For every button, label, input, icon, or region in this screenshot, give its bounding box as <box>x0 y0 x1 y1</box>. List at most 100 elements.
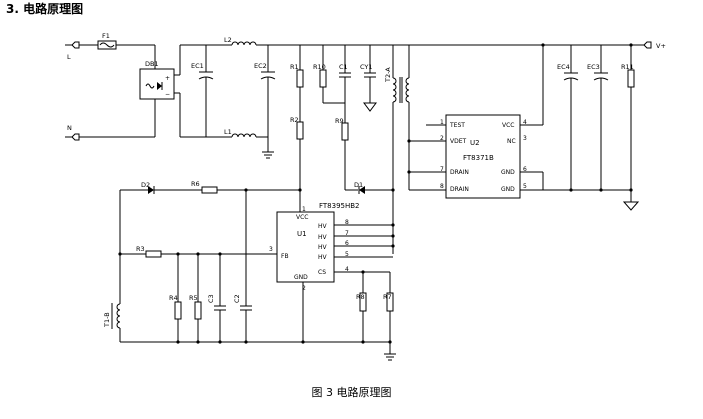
diode-d1: D1 <box>354 181 365 194</box>
label-l2: L2 <box>224 36 232 44</box>
u1-pin-num: 1 <box>302 206 306 213</box>
u1-pin-name: HV <box>318 223 328 230</box>
resistor-r3: R3 <box>136 245 162 258</box>
resistor-r10: R10 <box>313 63 327 88</box>
u2-part: FT8371B <box>463 154 494 162</box>
u2-pin-name: VCC <box>502 122 514 129</box>
fuse-f1: F1 <box>97 32 117 50</box>
u2-pin-num: 2 <box>440 135 444 142</box>
capacitor-ec1: EC1 <box>191 62 214 80</box>
label-l1: L1 <box>224 128 232 136</box>
label-ec4: EC4 <box>557 63 570 71</box>
u1-pin-num: 6 <box>345 240 349 247</box>
u1-pin-num: 7 <box>345 230 349 237</box>
label-db1: DB1 <box>145 60 159 68</box>
u1-pin-num: 3 <box>269 246 273 253</box>
u2-pin-name: DRAIN <box>450 186 469 193</box>
resistor-r1: R1 <box>290 63 304 88</box>
u2-pin-name: GND <box>501 169 515 176</box>
u2-pin-name: GND <box>501 186 515 193</box>
label-r9: R9 <box>335 117 344 125</box>
resistor-r2: R2 <box>290 116 304 140</box>
label-r5: R5 <box>189 294 198 302</box>
label-t2a: T2-A <box>384 67 392 83</box>
resistor-r11: R11 <box>621 63 635 88</box>
label-r4: R4 <box>169 294 178 302</box>
vplus-output: V+ <box>634 41 666 50</box>
figure-caption: 图 3 电路原理图 <box>311 386 392 399</box>
u2-pin-num: 4 <box>523 119 527 126</box>
u1-pin-name: HV <box>318 244 328 251</box>
inductor-l1: L1 <box>224 128 257 138</box>
label-r3: R3 <box>136 245 145 253</box>
u1-pin-name: CS <box>318 269 326 276</box>
label-f1: F1 <box>102 32 110 40</box>
resistor-r9: R9 <box>335 117 349 141</box>
label-r7: R7 <box>383 293 392 301</box>
svg-text:−: − <box>165 91 170 98</box>
label-cy1: CY1 <box>360 63 373 71</box>
output-ground-symbol <box>622 201 640 211</box>
ground-symbol <box>262 151 274 159</box>
u2-pin-name: DRAIN <box>450 169 469 176</box>
neutral-input: N <box>65 124 80 141</box>
label-r11: R11 <box>621 63 634 71</box>
section-heading: 3. 电路原理图 <box>6 2 84 16</box>
u2-pin-num: 6 <box>523 166 527 173</box>
label-t1b: T1-B <box>103 312 111 328</box>
u2-pin-name: NC <box>507 138 516 145</box>
capacitor-c3: C3 <box>207 294 226 311</box>
u2-pin-num: 3 <box>523 135 527 142</box>
diode-d2: D2 <box>141 181 155 194</box>
label-r2: R2 <box>290 116 299 124</box>
capacitor-ec2: EC2 <box>254 62 276 80</box>
label-c3: C3 <box>207 294 215 303</box>
u2-pin-num: 1 <box>440 119 444 126</box>
u1-pin-name: GND <box>294 274 308 281</box>
net-label-vplus: V+ <box>656 42 666 50</box>
resistor-r7: R7 <box>383 292 394 312</box>
net-label-l: L <box>67 53 71 61</box>
transformer-winding-t1b: T1-B <box>103 303 121 329</box>
label-ec1: EC1 <box>191 62 204 70</box>
u2-ref: U2 <box>470 139 480 147</box>
label-r10: R10 <box>313 63 326 71</box>
resistor-r8: R8 <box>356 292 367 312</box>
ic-u2: U2 FT8371B 1 TEST 2 VDET 7 DRAIN 8 DRAIN… <box>440 114 527 199</box>
label-r8: R8 <box>356 293 365 301</box>
capacitor-c1: C1 <box>339 63 351 78</box>
capacitor-ec3: EC3 <box>587 63 609 81</box>
transformer-t2a: T2-A <box>384 67 410 103</box>
u2-pin-num: 5 <box>523 183 527 190</box>
label-r6: R6 <box>191 180 200 188</box>
u1-pin-name: FB <box>281 253 289 260</box>
resistor-r4: R4 <box>169 294 182 320</box>
ground-symbol-cy1 <box>363 102 377 112</box>
label-ec3: EC3 <box>587 63 600 71</box>
u1-pin-num: 2 <box>302 285 306 292</box>
resistor-r6: R6 <box>191 180 218 194</box>
u1-pin-num: 8 <box>345 219 349 226</box>
u1-ref: U1 <box>297 230 307 238</box>
u2-pin-name: VDET <box>450 138 467 145</box>
u1-pin-name: HV <box>318 234 328 241</box>
bridge-rectifier-db1: DB1 + − <box>139 60 175 100</box>
label-c1: C1 <box>339 63 348 71</box>
svg-text:+: + <box>165 75 170 82</box>
u1-pin-name: VCC <box>296 214 308 221</box>
resistor-r5: R5 <box>189 294 202 320</box>
line-input: L <box>65 41 80 61</box>
inductor-l2: L2 <box>224 36 257 46</box>
ground-symbol <box>384 353 396 361</box>
capacitor-c2: C2 <box>233 294 252 311</box>
capacitor-cy1: CY1 <box>360 63 376 78</box>
u2-pin-name: TEST <box>449 122 465 129</box>
u1-pin-num: 4 <box>345 266 349 273</box>
capacitor-ec4: EC4 <box>557 63 579 81</box>
label-r1: R1 <box>290 63 299 71</box>
u1-pin-name: HV <box>318 254 328 261</box>
u2-pin-num: 8 <box>440 183 444 190</box>
u1-pin-num: 5 <box>345 251 349 258</box>
u1-part: FT8395HB2 <box>319 202 360 210</box>
label-c2: C2 <box>233 294 241 303</box>
